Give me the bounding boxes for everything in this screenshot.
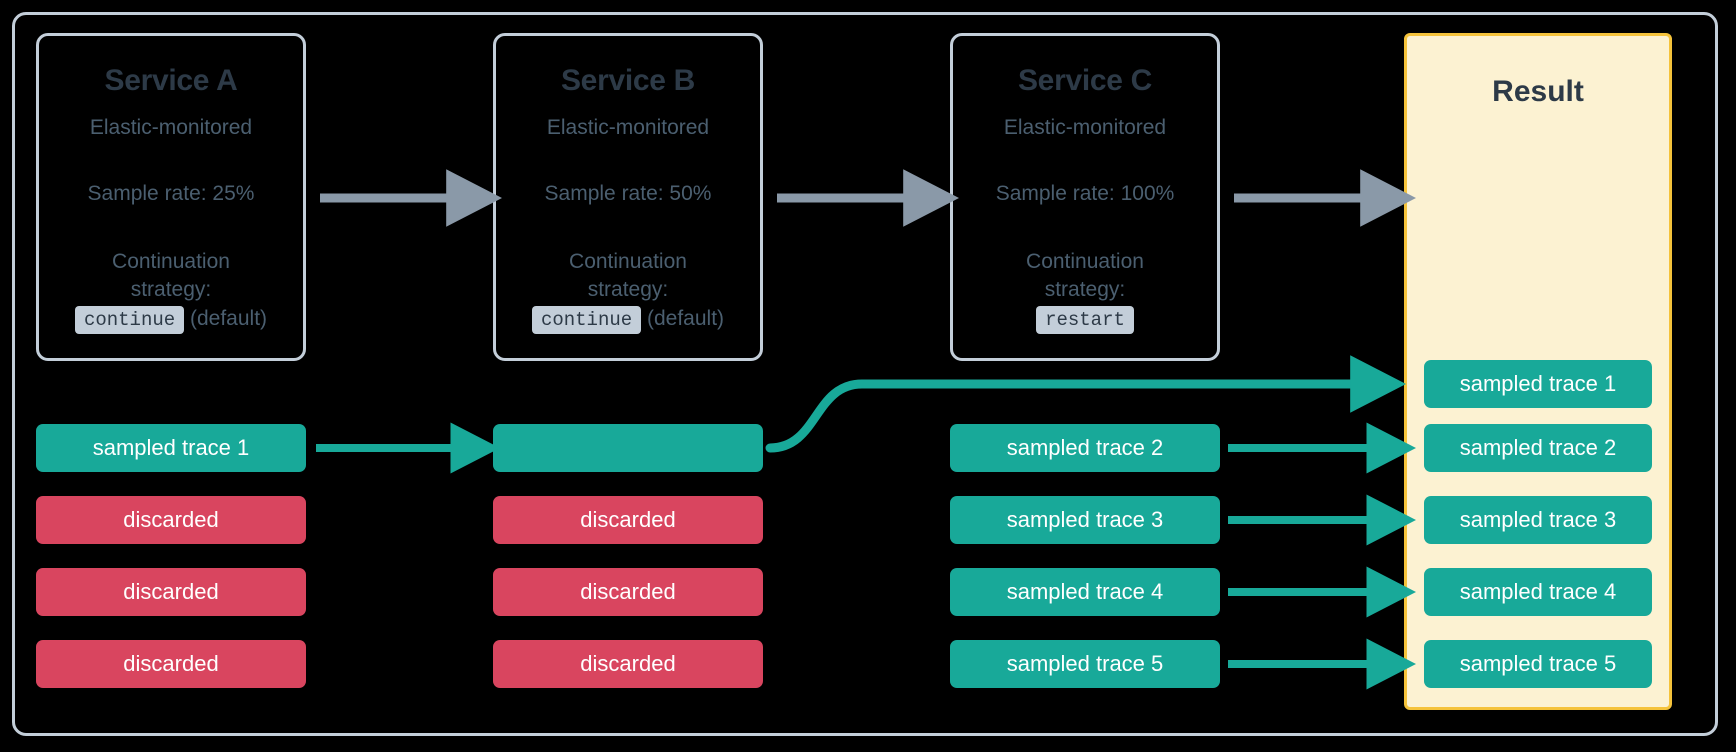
trace-pill-a-4: discarded	[36, 640, 306, 688]
service-c-strategy: Continuation strategy: restart	[953, 248, 1217, 334]
result-trace-pill-5: sampled trace 5	[1424, 640, 1652, 688]
trace-pill-c-4: sampled trace 5	[950, 640, 1220, 688]
service-a-strategy-note: (default)	[190, 306, 268, 330]
service-a-strategy-label-1: Continuation	[112, 250, 230, 273]
service-card-a: Service A Elastic-monitored Sample rate:…	[36, 33, 306, 361]
service-c-strategy-label-2: strategy:	[1044, 278, 1126, 302]
service-b-sample-rate: Sample rate: 50%	[544, 182, 712, 205]
service-b-title: Service B	[560, 64, 696, 97]
trace-pill-c-1: sampled trace 2	[950, 424, 1220, 472]
service-c-strategy-label-1: Continuation	[1026, 250, 1144, 273]
service-c-title: Service C	[1017, 64, 1153, 97]
service-b-strategy-label-1: Continuation	[569, 250, 687, 273]
service-c-sample-rate: Sample rate: 100%	[995, 182, 1175, 205]
trace-pill-c-3: sampled trace 4	[950, 568, 1220, 616]
service-b-subtitle: Elastic-monitored	[546, 116, 710, 139]
trace-pill-b-4: discarded	[493, 640, 763, 688]
trace-pill-c-2: sampled trace 3	[950, 496, 1220, 544]
service-a-title: Service A	[104, 64, 238, 97]
result-title: Result	[1492, 75, 1584, 108]
service-b-strategy-label-2: strategy:	[587, 278, 669, 302]
service-b-strategy-note: (default)	[647, 306, 725, 330]
result-trace-pill-2: sampled trace 2	[1424, 424, 1652, 472]
service-a-strategy-label-2: strategy:	[130, 278, 212, 302]
service-a-subtitle: Elastic-monitored	[89, 116, 253, 139]
diagram-outer-frame	[12, 12, 1718, 736]
service-b-strategy-value: continue	[531, 305, 642, 334]
service-c-strategy-value: restart	[1036, 305, 1134, 334]
service-c-subtitle: Elastic-monitored	[1003, 116, 1167, 139]
service-a-strategy-value: continue	[74, 305, 185, 334]
result-trace-pill-3: sampled trace 3	[1424, 496, 1652, 544]
trace-pill-a-3: discarded	[36, 568, 306, 616]
service-a-strategy: Continuation strategy: continue (default…	[39, 248, 303, 334]
result-trace-pill-1: sampled trace 1	[1424, 360, 1652, 408]
trace-pill-a-2: discarded	[36, 496, 306, 544]
trace-pill-b-1	[493, 424, 763, 472]
trace-pill-a-1: sampled trace 1	[36, 424, 306, 472]
service-card-c: Service C Elastic-monitored Sample rate:…	[950, 33, 1220, 361]
result-trace-pill-4: sampled trace 4	[1424, 568, 1652, 616]
service-b-strategy: Continuation strategy: continue (default…	[496, 248, 760, 334]
service-card-b: Service B Elastic-monitored Sample rate:…	[493, 33, 763, 361]
trace-pill-b-3: discarded	[493, 568, 763, 616]
service-a-sample-rate: Sample rate: 25%	[87, 182, 255, 205]
trace-pill-b-2: discarded	[493, 496, 763, 544]
